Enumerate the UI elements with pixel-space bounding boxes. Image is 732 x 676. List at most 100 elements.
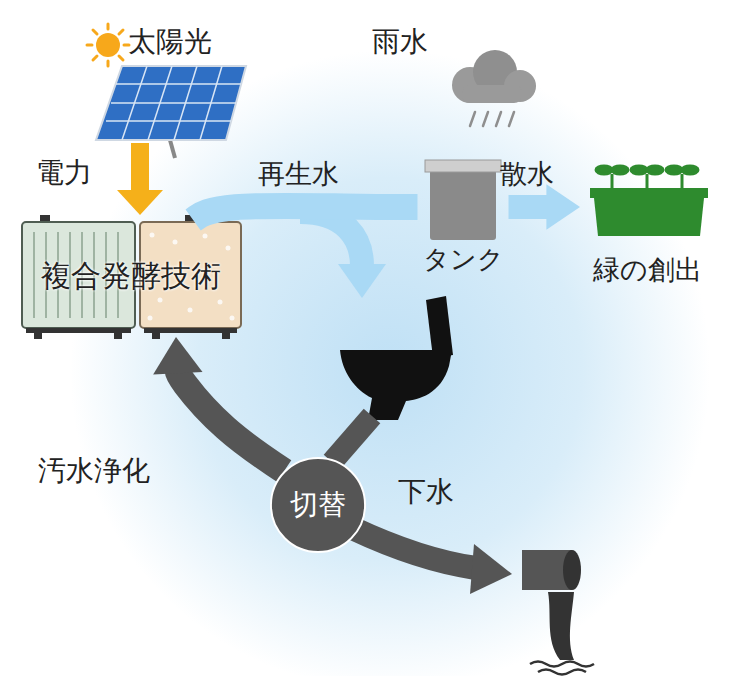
rain-label: 雨水 xyxy=(372,26,428,58)
fermentation-tanks xyxy=(22,215,241,339)
solar-panel-part-part xyxy=(200,66,222,140)
planter-icon-part xyxy=(596,166,698,190)
recycled-water-branch-part xyxy=(338,264,386,298)
sun-icon-part xyxy=(96,33,120,57)
node-text: タンク xyxy=(423,245,504,275)
solar-panel-part-part xyxy=(174,66,197,140)
solar-panel xyxy=(96,66,246,158)
fermentation-tanks-part xyxy=(26,328,237,339)
rain-cloud-part-part xyxy=(483,112,488,126)
fermentation-tanks-part-part xyxy=(222,333,230,339)
sun-icon xyxy=(87,24,129,66)
sun-icon-part xyxy=(87,24,129,66)
fermentation-tanks-part-part xyxy=(230,316,235,321)
recycled-water-arrow xyxy=(193,206,417,220)
switch-circle: 切替 xyxy=(270,457,366,553)
sewer-pipe-part xyxy=(530,662,594,675)
fermentation-tanks-part-part xyxy=(34,333,42,339)
rain-cloud-part-part xyxy=(509,112,514,126)
planter-icon-part-part xyxy=(596,166,612,174)
switch-circle-fill xyxy=(271,458,365,552)
sun-icon-part-part xyxy=(107,24,110,29)
toilet-icon-part xyxy=(340,350,452,420)
background-glow xyxy=(70,50,710,676)
solar-panel-part xyxy=(106,66,241,140)
planter-icon-part-part xyxy=(647,166,663,174)
greenery-node: 緑の創出 xyxy=(582,160,712,285)
water-tank-icon-part xyxy=(430,170,496,240)
rain-cloud-part-part xyxy=(470,112,475,126)
fermentation-unit: 複合発酵技術 xyxy=(20,220,242,332)
planter-icon-part-part xyxy=(631,166,647,174)
power-arrow-part xyxy=(131,143,149,191)
switch-links-part xyxy=(352,528,476,568)
planter-icon-part-part xyxy=(682,166,698,174)
sun-icon-part-part xyxy=(119,30,123,34)
fermentation-tanks-part-part xyxy=(26,328,131,333)
sewer-pipe xyxy=(522,550,594,675)
solar-panel-part xyxy=(96,66,246,140)
planter-icon xyxy=(590,166,708,236)
sun-icon-part-part xyxy=(87,44,92,47)
node-text: 緑の創出 xyxy=(593,254,702,285)
node-text: 複合発酵技術 xyxy=(41,259,221,294)
planter-icon-part-part xyxy=(612,166,628,174)
planter-icon-part xyxy=(590,188,708,198)
fermentation-tanks-part-part xyxy=(173,240,178,245)
sewer-pipe-part xyxy=(563,550,581,590)
fermentation-tanks-part-part xyxy=(33,232,35,318)
planter-icon-part-part xyxy=(681,174,684,190)
planter-icon-part-part xyxy=(666,166,682,174)
toilet-icon-part xyxy=(426,296,453,358)
sewer-pipe-part-part xyxy=(530,662,594,667)
recycled-water-branch xyxy=(300,212,386,298)
sun-icon-part-part xyxy=(93,56,97,60)
rain-cloud-part xyxy=(462,85,522,103)
watering-arrow xyxy=(509,184,581,230)
solar-panel-part xyxy=(170,140,175,158)
connector-path xyxy=(193,206,417,220)
solar-panel-part-part xyxy=(116,83,241,85)
planter-icon-part xyxy=(594,198,704,236)
sewer-label: 下水 xyxy=(398,476,454,508)
node-text: 切替 xyxy=(290,489,346,521)
edge-label: 汚水浄化 xyxy=(38,455,150,487)
tank-node: タンク xyxy=(418,155,509,275)
rain-cloud xyxy=(452,50,536,126)
arrow-head xyxy=(153,337,202,375)
solar-panel-part-part xyxy=(111,102,236,104)
planter-icon-part-part xyxy=(611,174,614,190)
switch-links-part xyxy=(470,544,512,594)
fermentation-tanks-part-part xyxy=(152,333,160,339)
fermentation-tanks-part-part xyxy=(158,298,163,303)
sewer-pipe-part-part xyxy=(538,670,586,675)
fermentation-tanks-part-part xyxy=(144,328,237,333)
solar-panel-part-part xyxy=(148,66,172,140)
fermentation-tanks-part-part xyxy=(150,233,155,238)
connector-path xyxy=(509,195,550,219)
fermentation-tanks-part-part xyxy=(148,316,153,321)
rain-cloud-part xyxy=(470,112,514,126)
fermentation-tanks-part xyxy=(40,215,50,222)
switch-links-part xyxy=(332,416,372,462)
fermentation-tanks-part-part xyxy=(203,234,208,239)
power-arrow xyxy=(117,143,163,215)
power-label: 電力 xyxy=(36,157,92,189)
water-tank-icon xyxy=(425,160,501,240)
purification-arrow xyxy=(153,337,284,471)
rain-cloud-part-part xyxy=(496,112,501,126)
arrow-head xyxy=(546,184,580,230)
sun-icon-part-part xyxy=(107,61,110,66)
solar-panel-part-part xyxy=(122,66,147,140)
sunlight-label: 太陽光 xyxy=(128,26,212,58)
fermentation-tanks-part-part xyxy=(188,308,193,313)
sewer-pipe-part xyxy=(548,592,574,660)
fermentation-tanks-part-part xyxy=(218,300,223,305)
edge-label: 散水 xyxy=(500,158,554,189)
sun-icon-part-part xyxy=(93,30,97,34)
recycled-water-branch-part xyxy=(300,212,362,266)
toilet-icon xyxy=(340,296,453,420)
sun-icon-part-part xyxy=(119,56,123,60)
